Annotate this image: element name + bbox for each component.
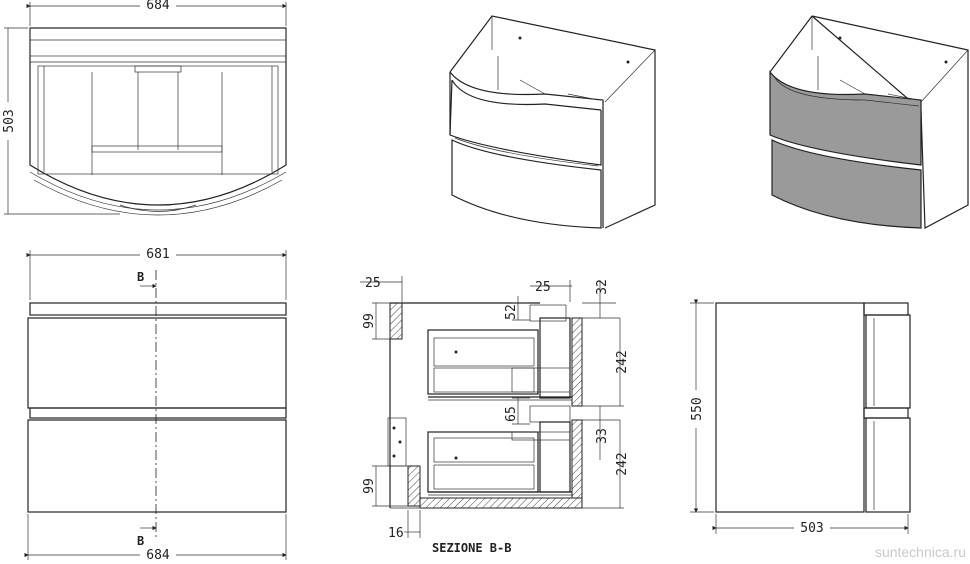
side-height-label: 550 — [690, 397, 705, 420]
section-lower-left-label: 99 — [362, 478, 377, 494]
top-view-width-label: 684 — [146, 0, 170, 13]
section-top-gap-label: 32 — [595, 279, 610, 295]
section-top-offset-label: 25 — [535, 280, 551, 295]
front-width-top-label: 681 — [146, 247, 169, 262]
section-title: SEZIONE B-B — [432, 541, 511, 555]
section-mid-right-label: 33 — [595, 428, 610, 444]
section-marker-top: B — [137, 270, 144, 284]
section-wall-label: 25 — [365, 276, 381, 291]
side-depth-label: 503 — [800, 521, 823, 536]
front-view: B B 681 684 — [24, 247, 287, 563]
section-upper-mid-label: 52 — [504, 304, 519, 320]
section-marker-bottom: B — [137, 534, 144, 548]
front-width-bottom-label: 684 — [146, 548, 170, 563]
section-upper-left-label: 99 — [362, 313, 377, 329]
section-lower-drawer-label: 242 — [615, 452, 630, 475]
watermark: suntechnica.ru — [875, 544, 966, 560]
section-upper-drawer-label: 242 — [615, 350, 630, 373]
isometric-view-white — [449, 15, 656, 229]
side-view: 550 503 — [688, 299, 911, 536]
top-view-depth-label: 503 — [2, 109, 17, 132]
section-base-label: 16 — [388, 526, 404, 541]
top-view: 684 503 — [0, 0, 287, 216]
isometric-view-grey — [769, 15, 969, 229]
section-view: 25 99 99 16 25 32 52 242 — [360, 276, 630, 555]
section-mid-gap-label: 65 — [504, 406, 519, 422]
